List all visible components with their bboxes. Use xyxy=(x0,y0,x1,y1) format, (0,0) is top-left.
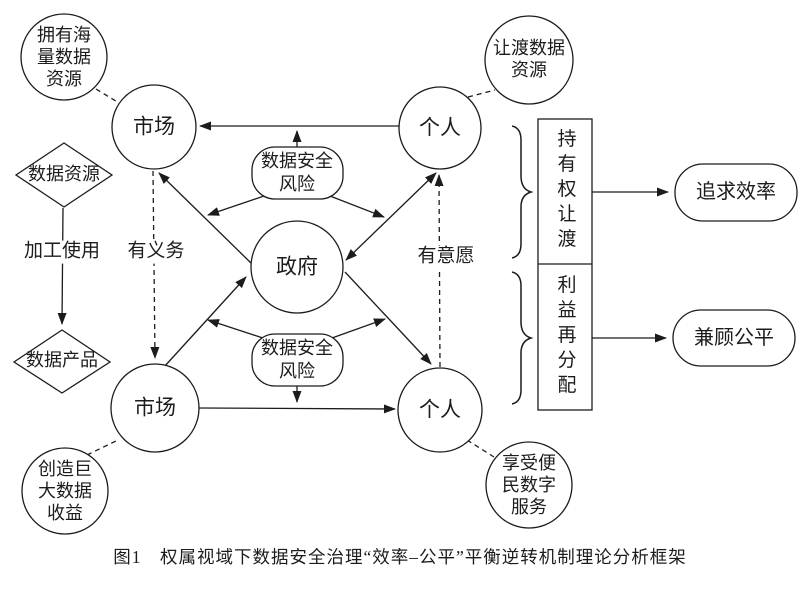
brace-benefit-redistribution xyxy=(511,271,534,405)
shape-create-revenue xyxy=(21,447,109,535)
shape-individual-bottom xyxy=(397,367,483,453)
node-owns-data-line1: 拥有海 xyxy=(37,25,91,45)
node-benefit-redistribution: 利益再分配 xyxy=(554,274,576,400)
connector-createrevenue-marketbottom xyxy=(86,439,119,456)
shape-transfer-data xyxy=(484,15,574,105)
node-create-revenue-line1: 创造巨 xyxy=(38,459,92,479)
node-enjoy-service-line1: 享受便 xyxy=(502,453,556,473)
edge-riskbottom-upright xyxy=(331,318,386,339)
edge-label-processing-use: 加工使用 xyxy=(21,240,103,264)
shape-government xyxy=(250,220,344,314)
shape-owns-data xyxy=(20,13,108,101)
node-market-top: 市场 xyxy=(133,114,175,139)
shape-risk-bottom xyxy=(251,333,344,387)
shape-data-resource xyxy=(14,142,114,208)
node-risk-bottom-line2: 风险 xyxy=(279,361,315,381)
node-enjoy-service: 享受便 民数字 服务 xyxy=(502,452,556,518)
node-risk-top-line1: 数据安全 xyxy=(261,151,333,171)
node-transfer-data-line2: 资源 xyxy=(511,60,547,80)
node-market-bottom: 市场 xyxy=(134,395,176,420)
shape-market-bottom xyxy=(110,363,200,453)
shape-balance-fairness xyxy=(672,309,796,367)
connector-individualtop-transferdata xyxy=(467,89,496,98)
node-owns-data: 拥有海 量数据 资源 xyxy=(37,24,91,90)
node-risk-top-line2: 风险 xyxy=(279,174,315,194)
node-individual-bottom: 个人 xyxy=(419,397,461,422)
brace-holding-transfer xyxy=(511,125,534,259)
shape-individual-top xyxy=(398,86,482,170)
node-risk-bottom-line1: 数据安全 xyxy=(261,338,333,358)
figure-caption: 图1 权属视域下数据安全治理“效率–公平”平衡逆转机制理论分析框架 xyxy=(113,547,687,567)
edge-government-to-markettop xyxy=(158,172,252,264)
node-risk-bottom: 数据安全 风险 xyxy=(261,337,333,383)
edge-risktop-downleft xyxy=(207,195,265,216)
edge-label-has-willingness: 有意愿 xyxy=(415,245,477,269)
node-owns-data-line2: 量数据 xyxy=(37,47,91,67)
node-individual-top: 个人 xyxy=(419,115,461,140)
edge-marketbottom-to-government xyxy=(163,276,247,368)
node-risk-top: 数据安全 风险 xyxy=(261,150,333,196)
edge-risktop-downright xyxy=(329,195,385,218)
shape-risk-top xyxy=(251,146,344,200)
node-data-resource: 数据资源 xyxy=(28,164,100,185)
shape-market-top xyxy=(111,84,197,170)
node-government: 政府 xyxy=(276,254,318,279)
node-enjoy-service-line3: 服务 xyxy=(511,497,547,517)
node-pursue-efficiency: 追求效率 xyxy=(696,181,776,203)
edge-obligation-dashed xyxy=(150,170,160,359)
node-holding-transfer: 持有权让渡 xyxy=(554,128,576,254)
node-data-product: 数据产品 xyxy=(26,350,98,371)
edge-individualtop-government-bidirectional xyxy=(345,172,437,261)
edge-government-to-individualbottom xyxy=(344,271,432,365)
node-owns-data-line3: 资源 xyxy=(46,69,82,89)
node-create-revenue-line2: 大数据 xyxy=(38,481,92,501)
edge-resource-to-product xyxy=(57,207,67,325)
edge-riskbottom-upleft xyxy=(207,319,264,339)
node-transfer-data-line1: 让渡数据 xyxy=(493,38,565,58)
connector-individualbottom-enjoyservice xyxy=(466,439,495,458)
node-create-revenue-line3: 收益 xyxy=(47,503,83,523)
node-transfer-data: 让渡数据 资源 xyxy=(493,37,565,81)
node-create-revenue: 创造巨 大数据 收益 xyxy=(38,458,92,524)
edge-marketbottom-to-individualbottom xyxy=(198,404,396,414)
shape-pursue-efficiency xyxy=(674,163,798,222)
node-enjoy-service-line2: 民数字 xyxy=(502,475,556,495)
shape-enjoy-service xyxy=(485,441,573,529)
connector-ownsdata-markettop xyxy=(95,88,120,104)
node-balance-fairness: 兼顾公平 xyxy=(694,327,774,349)
shape-data-product xyxy=(12,329,112,394)
edge-label-has-obligation: 有义务 xyxy=(125,240,187,264)
edge-willingness-dashed xyxy=(434,174,444,368)
